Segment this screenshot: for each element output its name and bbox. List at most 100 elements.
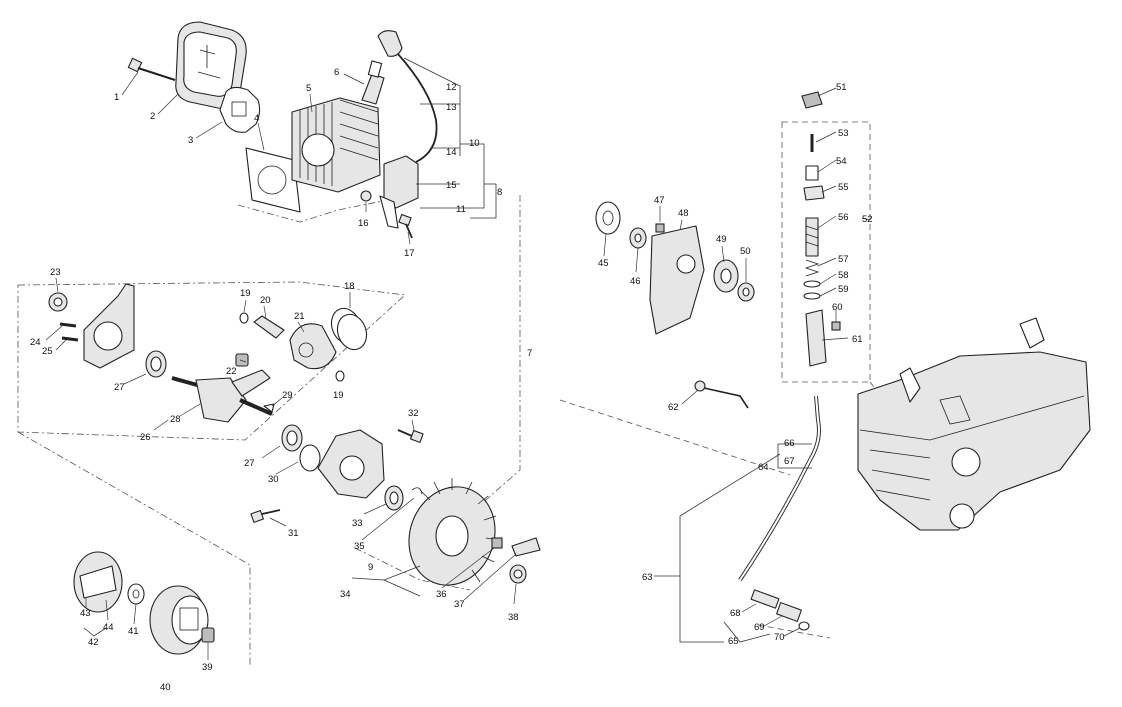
label-35: 35 xyxy=(354,541,365,552)
label-68: 68 xyxy=(730,608,741,619)
label-3: 3 xyxy=(188,135,193,146)
bolt-part-1 xyxy=(127,57,176,82)
label-22: 22 xyxy=(226,366,237,377)
label-16: 16 xyxy=(358,218,369,229)
label-13: 13 xyxy=(446,102,457,113)
cylinder-group-outline xyxy=(237,199,389,223)
gasket-part-3 xyxy=(219,86,261,133)
strainer-link xyxy=(757,624,831,639)
screw-part-60 xyxy=(831,321,841,331)
label-60: 60 xyxy=(832,302,843,313)
clutch-drum-part-40 xyxy=(149,585,209,655)
oil-seal-part-30 xyxy=(299,444,321,472)
crankcase-right xyxy=(317,429,385,499)
label-52: 52 xyxy=(862,214,873,225)
label-11: 11 xyxy=(456,204,466,215)
flywheel-part-9 xyxy=(408,478,499,586)
label-10: 10 xyxy=(469,138,480,149)
label-64: 64 xyxy=(758,462,769,473)
leader-lines xyxy=(45,57,871,660)
spring-part-36 xyxy=(491,537,503,549)
washer-part-16 xyxy=(360,190,372,202)
cover-plate-part-48 xyxy=(649,225,705,335)
oil-pump-box xyxy=(781,121,871,383)
label-1: 1 xyxy=(114,92,119,103)
label-12: 12 xyxy=(446,82,457,93)
label-25: 25 xyxy=(42,346,53,357)
label-15: 15 xyxy=(446,180,457,191)
label-39: 39 xyxy=(202,662,213,673)
part-number-labels: 1 2 3 4 5 6 12 13 10 14 15 8 11 16 17 23… xyxy=(30,67,873,693)
label-32: 32 xyxy=(408,408,419,419)
label-48: 48 xyxy=(678,208,689,219)
bearing-part-27b xyxy=(281,424,303,452)
muffler-part-2 xyxy=(175,21,247,109)
label-24: 24 xyxy=(30,337,41,348)
label-27b: 27 xyxy=(244,458,255,469)
crankshaft-group-outline xyxy=(17,281,406,441)
bearing-part-23 xyxy=(48,292,68,312)
label-9: 9 xyxy=(368,562,373,573)
label-66: 66 xyxy=(784,438,795,449)
label-44: 44 xyxy=(103,622,114,633)
crankcase-left xyxy=(83,283,135,369)
oil-seal-part-33 xyxy=(384,485,404,511)
pump-body-part-61 xyxy=(805,309,827,367)
label-2: 2 xyxy=(150,111,155,122)
label-27a: 27 xyxy=(114,382,125,393)
label-8: 8 xyxy=(497,187,502,198)
label-58: 58 xyxy=(838,270,849,281)
seal-part-46 xyxy=(629,227,647,249)
label-37: 37 xyxy=(454,599,465,610)
label-56: 56 xyxy=(838,212,849,223)
label-36: 36 xyxy=(436,589,447,600)
dowel-pins-part-24-25 xyxy=(59,322,79,342)
spark-plug-part-6 xyxy=(361,60,385,105)
label-40: 40 xyxy=(160,682,171,693)
label-38: 38 xyxy=(508,612,519,623)
label-51: 51 xyxy=(836,82,847,93)
screw-part-32 xyxy=(397,429,424,443)
label-42: 42 xyxy=(88,637,99,648)
needle-bearing-part-39 xyxy=(201,627,215,643)
label-28: 28 xyxy=(170,414,181,425)
washer-part-58 xyxy=(803,280,821,288)
label-20: 20 xyxy=(260,295,271,306)
oring-part-59 xyxy=(803,292,821,300)
washer-part-45 xyxy=(595,201,621,235)
cam-part-55 xyxy=(803,185,825,201)
label-29: 29 xyxy=(282,390,293,401)
sleeve-part-54 xyxy=(805,165,819,181)
label-70: 70 xyxy=(774,632,785,643)
oil-pump-link xyxy=(559,399,791,476)
nut-part-38 xyxy=(509,564,527,584)
clutch-part-43 xyxy=(73,551,123,613)
label-65: 65 xyxy=(728,636,739,647)
ignition-lead-part-14 xyxy=(377,30,438,163)
label-54: 54 xyxy=(836,156,847,167)
label-18: 18 xyxy=(344,281,355,292)
label-26: 26 xyxy=(140,432,151,443)
label-31: 31 xyxy=(288,528,299,539)
cylinder-gasket-part-4 xyxy=(245,147,301,213)
screw-part-17 xyxy=(398,213,413,239)
label-7: 7 xyxy=(527,348,532,359)
label-4: 4 xyxy=(254,113,259,124)
label-23: 23 xyxy=(50,267,61,278)
key-part-29 xyxy=(263,403,275,413)
piston-part-21 xyxy=(289,323,337,370)
label-21: 21 xyxy=(294,311,305,322)
label-19b: 19 xyxy=(333,390,344,401)
circlip-part-19b xyxy=(335,370,345,382)
ignition-coil-part-11 xyxy=(379,155,419,229)
spring-part-57 xyxy=(804,259,820,277)
pawl-part-37 xyxy=(511,537,541,557)
label-30: 30 xyxy=(268,474,279,485)
label-19a: 19 xyxy=(240,288,251,299)
pipe-part-62 xyxy=(694,380,749,409)
needle-bearing-part-22 xyxy=(235,353,249,367)
bearing-part-27a xyxy=(145,350,167,378)
label-45: 45 xyxy=(598,258,609,269)
label-63: 63 xyxy=(642,572,653,583)
